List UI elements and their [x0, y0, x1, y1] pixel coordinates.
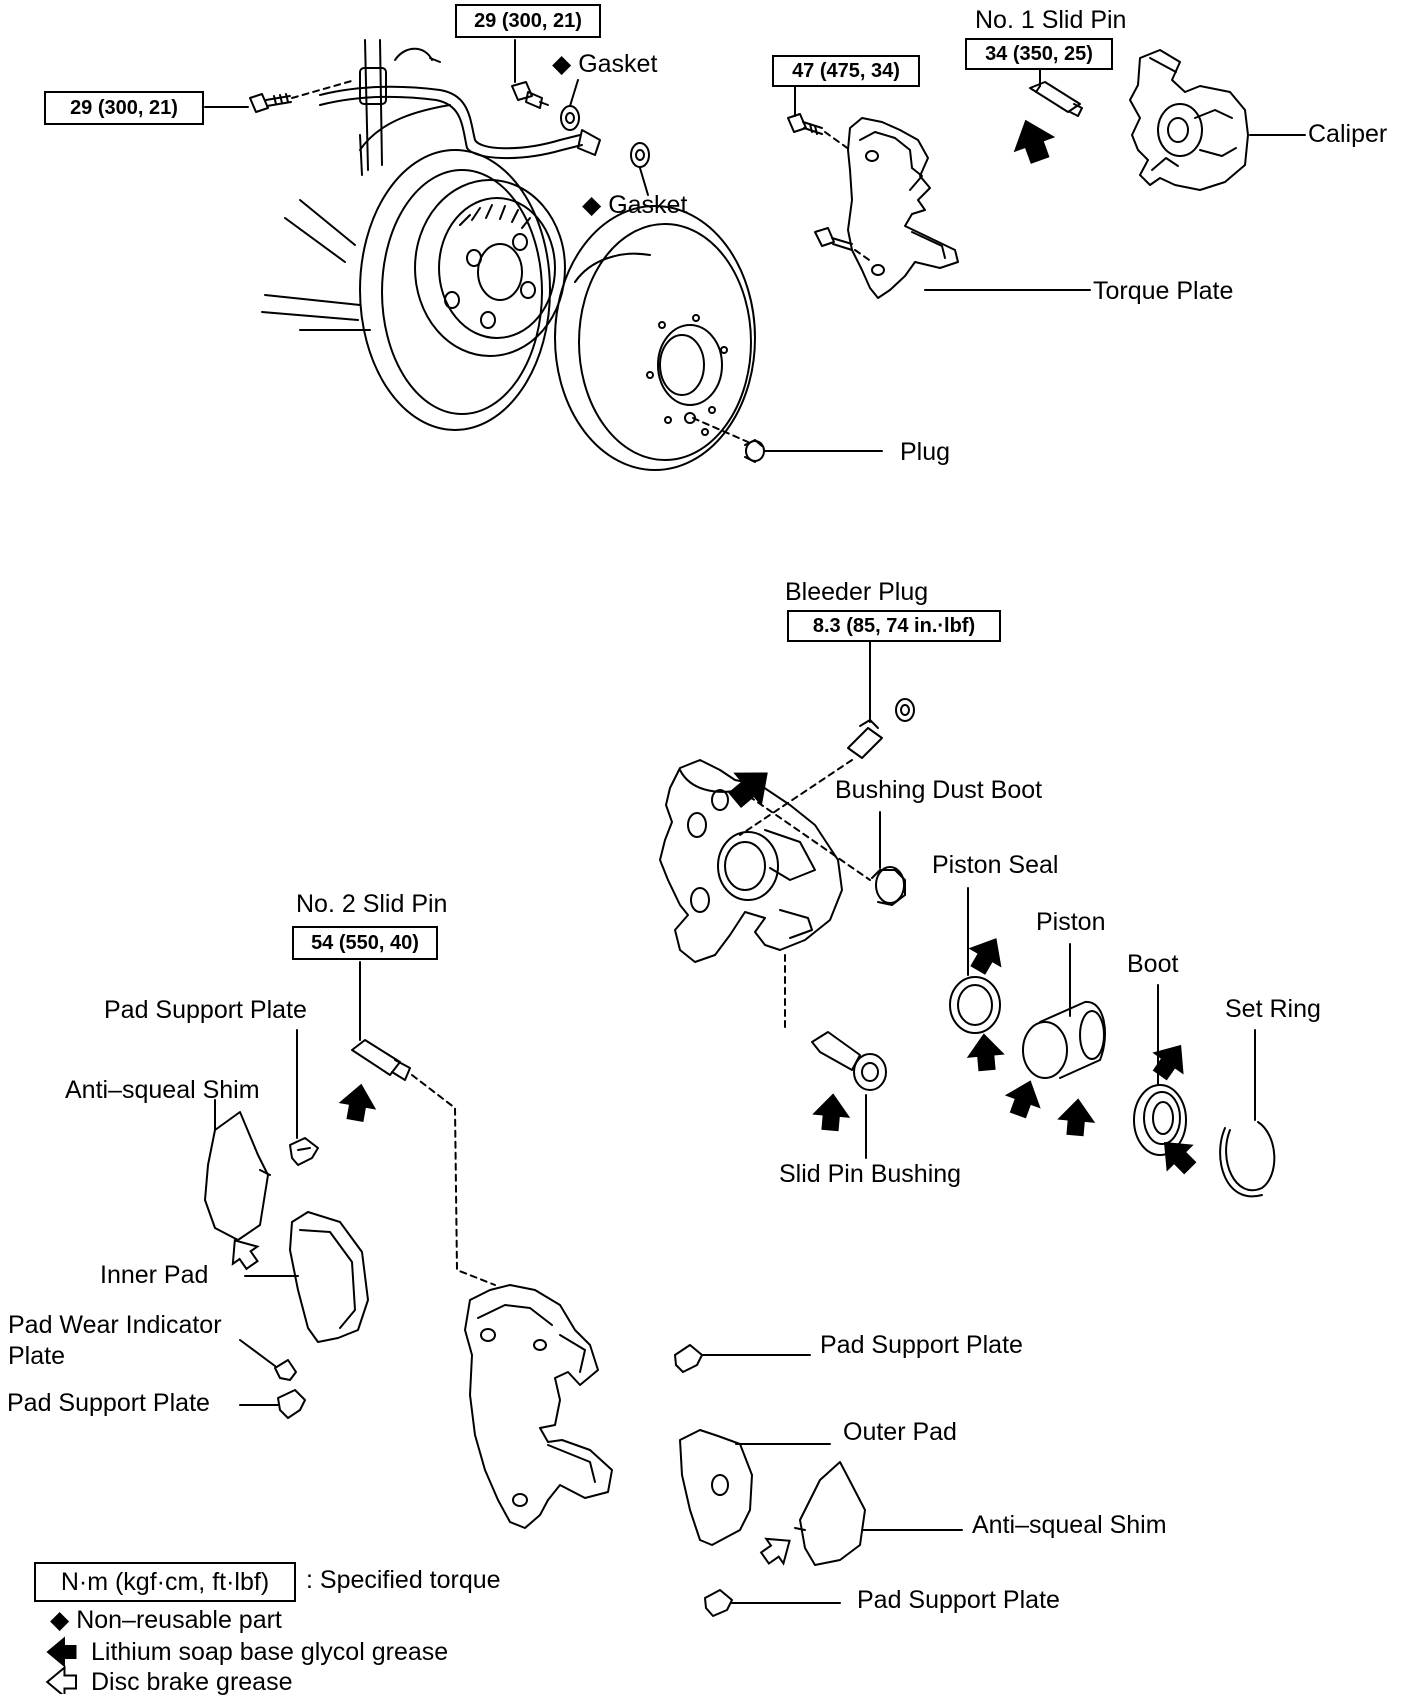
label-no1-slide-pin: No. 1 Slid Pin	[975, 6, 1127, 34]
grease-arrow-bushing	[811, 1092, 852, 1133]
plug-part	[745, 440, 882, 462]
leader-gasket-top	[570, 80, 578, 106]
grease-arrow-boot-top	[1144, 1034, 1196, 1086]
diamond-icon: ◆	[50, 1606, 70, 1634]
pad-support-plate-part-ul	[290, 1030, 318, 1165]
label-anti-squeal-shim-left: Anti–squeal Shim	[65, 1076, 260, 1104]
torque-box-bleeder-plug: 8.3 (85, 74 in.·lbf)	[787, 610, 1001, 642]
grease-arrow-slide-pin-no2	[336, 1080, 380, 1124]
inner-pad-part	[245, 1212, 368, 1342]
diamond-icon: ◆	[552, 50, 572, 78]
leader-gasket-bottom	[640, 168, 648, 195]
label-pad-support-plate-rl: Pad Support Plate	[857, 1586, 1060, 1614]
slide-pin-bushing-part	[812, 1032, 886, 1158]
disc-grease-arrow-inner-shim	[221, 1231, 266, 1275]
bleeder-plug-part	[740, 640, 914, 835]
legend-torque-unit-box: N·m (kgf·cm, ft·lbf)	[34, 1562, 296, 1602]
torque-box-bracket-bolt: 29 (300, 21)	[44, 91, 204, 125]
grease-arrow-piston-seal-bottom	[965, 1032, 1006, 1073]
piston-part	[1023, 944, 1105, 1078]
anti-squeal-shim-part-left	[205, 1100, 270, 1240]
label-torque-plate: Torque Plate	[1093, 277, 1234, 305]
pad-support-plate-part-ll	[240, 1390, 305, 1418]
grease-arrow-piston-left	[1000, 1074, 1048, 1122]
torque-box-slide-pin-no1: 34 (350, 25)	[965, 38, 1113, 70]
grease-arrow-piston-seal-top	[961, 929, 1013, 980]
slide-pin-no1	[1030, 82, 1082, 116]
label-set-ring: Set Ring	[1225, 995, 1321, 1023]
pad-support-plate-part-rl	[705, 1590, 840, 1616]
torque-box-slide-pin-no2: 54 (550, 40)	[292, 926, 438, 960]
legend-torque-desc: : Specified torque	[306, 1566, 501, 1594]
label-inner-pad: Inner Pad	[100, 1261, 209, 1289]
label-gasket-bottom: ◆ Gasket	[582, 191, 688, 219]
legend-disc-brake-grease: Disc brake grease	[91, 1668, 293, 1696]
label-pad-support-plate-ru: Pad Support Plate	[820, 1331, 1023, 1359]
label-caliper: Caliper	[1308, 120, 1388, 148]
pad-support-plate-part-ru	[675, 1345, 810, 1372]
gasket-ring-top	[561, 106, 579, 130]
pad-wear-indicator-part	[240, 1340, 296, 1380]
gasket-ring-bottom	[631, 143, 649, 167]
label-piston-seal: Piston Seal	[932, 851, 1059, 879]
legend-lithium-grease: Lithium soap base glycol grease	[91, 1638, 449, 1666]
grease-arrow-slide-pin-no1	[1005, 112, 1061, 168]
label-gasket-top: ◆ Gasket	[552, 50, 658, 78]
set-ring-part	[1220, 1030, 1274, 1196]
label-boot: Boot	[1127, 950, 1179, 978]
torque-plate	[848, 118, 958, 298]
brake-hose	[320, 68, 600, 158]
union-bolt	[512, 82, 548, 108]
torque-plate-lower-part	[465, 1285, 612, 1528]
diamond-icon: ◆	[582, 191, 602, 219]
label-piston: Piston	[1036, 908, 1106, 936]
torque-box-union-bolt: 29 (300, 21)	[455, 4, 601, 38]
label-slide-pin-bushing: Slid Pin Bushing	[779, 1160, 962, 1188]
label-bushing-dust-boot: Bushing Dust Boot	[835, 776, 1043, 804]
label-anti-squeal-shim-right: Anti–squeal Shim	[972, 1511, 1167, 1539]
torque-plate-bolt-upper	[788, 114, 850, 150]
label-outer-pad: Outer Pad	[843, 1418, 957, 1446]
bushing-dust-boot-part	[872, 812, 905, 905]
outline-arrow-icon	[46, 1666, 77, 1694]
bracket-bolt-left	[250, 80, 355, 112]
outer-pad-part	[680, 1430, 830, 1545]
label-no2-slide-pin: No. 2 Slid Pin	[296, 890, 448, 918]
label-pad-wear-indicator: Pad Wear Indicator Plate	[8, 1311, 222, 1371]
anti-squeal-shim-part-right	[795, 1462, 962, 1565]
legend-icons	[46, 1637, 77, 1694]
torque-plate-bolt-lower	[815, 228, 872, 262]
brake-disc	[555, 206, 755, 470]
grease-arrow-piston-right	[1056, 1097, 1097, 1138]
slide-pin-no2-part	[352, 962, 495, 1285]
label-plug: Plug	[900, 438, 951, 466]
piston-seal-part	[950, 888, 1000, 1033]
grease-arrow-caliper-bore	[720, 756, 782, 817]
filled-arrow-icon	[46, 1637, 77, 1667]
torque-box-torque-plate-bolt: 47 (475, 34)	[772, 55, 920, 87]
label-pad-support-plate-ul: Pad Support Plate	[104, 996, 307, 1024]
caliper-body-top	[1130, 50, 1305, 190]
disc-grease-arrow-outer-shim	[755, 1527, 799, 1572]
label-pad-support-plate-ll: Pad Support Plate	[7, 1389, 210, 1417]
legend-non-reusable: ◆ Non–reusable part	[50, 1606, 282, 1634]
label-bleeder-plug: Bleeder Plug	[785, 578, 929, 606]
